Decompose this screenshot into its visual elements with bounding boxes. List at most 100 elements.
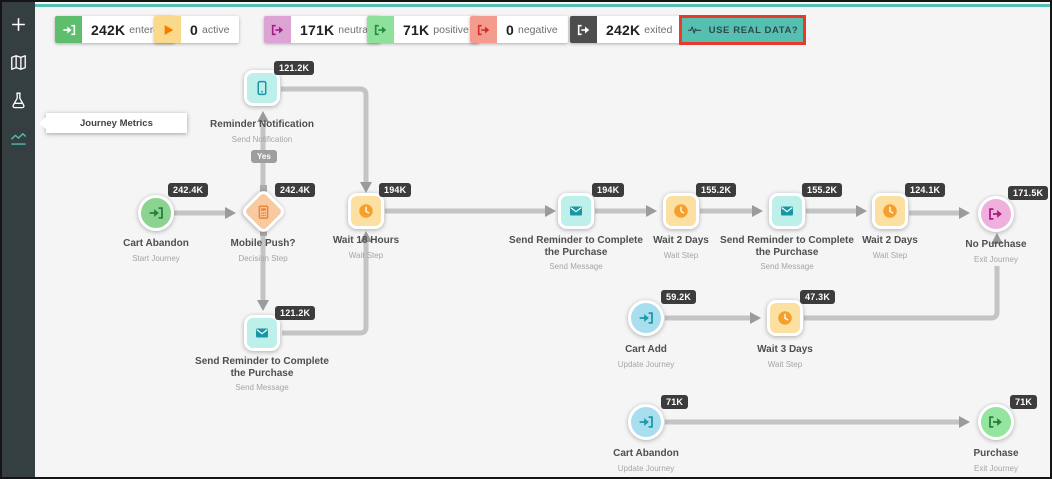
node-count-badge: 194K <box>592 183 625 197</box>
tooltip-arrow <box>39 117 46 129</box>
diamond-bottom-port <box>260 229 267 236</box>
node-label: Mobile Push? <box>230 238 296 249</box>
node-labels: Send Reminder to Complete the Purchase S… <box>717 235 857 271</box>
sidebar-item-journey-metrics[interactable] <box>7 126 31 150</box>
node-sublabel: Wait Step <box>348 250 384 260</box>
node-purchase-exit[interactable] <box>978 404 1014 440</box>
node-label: Wait 2 Days <box>862 235 918 246</box>
node-label: No Purchase <box>965 239 1027 250</box>
node-label: Reminder Notification <box>210 119 314 130</box>
pulse-icon <box>687 26 701 34</box>
journey-exit-icon <box>989 416 1002 428</box>
journey-exit-icon <box>264 16 291 43</box>
node-count-badge: 71K <box>1010 395 1038 409</box>
node-labels: Send Reminder to Complete the Purchase S… <box>506 235 646 271</box>
map-icon <box>11 54 26 70</box>
stat-label: exited <box>644 23 673 36</box>
node-label: Wait 3 Days <box>757 344 813 355</box>
node-labels: Cart Add Update Journey <box>576 344 716 369</box>
node-sublabel: Exit Journey <box>973 463 1019 473</box>
node-wait-3-days[interactable] <box>767 300 803 336</box>
stat-value: 0 <box>506 21 514 38</box>
node-send-reminder-1[interactable] <box>558 193 594 229</box>
node-cart-abandon-start[interactable] <box>138 195 174 231</box>
node-count-badge: 155.2K <box>696 183 737 197</box>
line-chart-icon <box>10 132 27 145</box>
node-sublabel: Decision Step <box>238 253 288 263</box>
node-sublabel: Send Message <box>549 262 603 271</box>
add-button[interactable] <box>7 12 31 36</box>
stat-value: 242K <box>91 21 126 38</box>
node-wait-2-days-2[interactable] <box>872 193 908 229</box>
node-labels: Send Reminder to Complete the Purchase S… <box>192 356 332 392</box>
stat-value: 171K <box>300 21 335 38</box>
plus-icon <box>12 17 25 31</box>
node-sublabel: Start Journey <box>132 253 180 263</box>
node-labels: Cart Abandon Start Journey <box>86 238 226 263</box>
stat-label: active <box>202 23 230 36</box>
node-label: Cart Add <box>625 344 667 355</box>
node-count-badge: 59.2K <box>661 290 697 304</box>
node-labels: Wait 2 Days Wait Step <box>820 235 960 260</box>
clock-icon <box>674 204 688 218</box>
stat-label: negative <box>518 23 558 36</box>
use-real-data-highlight: USE REAL DATA? <box>679 15 806 45</box>
stat-chip-neutral: 171K neutral <box>264 16 381 43</box>
node-label: Cart Abandon <box>123 238 189 249</box>
node-sublabel: Wait Step <box>767 359 803 369</box>
sidebar <box>2 2 35 477</box>
node-mobile-push-decision[interactable] <box>240 188 287 235</box>
node-cart-add[interactable] <box>628 300 664 336</box>
envelope-icon <box>570 206 582 216</box>
yes-path-badge: Yes <box>251 150 277 163</box>
node-labels: Cart Abandon Update Journey <box>576 448 716 473</box>
node-sublabel: Send Notification <box>231 134 293 144</box>
node-labels: Purchase Exit Journey <box>926 448 1050 473</box>
node-label: Purchase <box>973 448 1019 459</box>
node-sublabel: Send Message <box>760 262 814 271</box>
node-sublabel: Wait Step <box>872 250 908 260</box>
node-wait-2-days-1[interactable] <box>663 193 699 229</box>
node-label: Send Reminder to Complete the Purchase <box>195 356 329 379</box>
tooltip-label: Journey Metrics <box>80 117 153 129</box>
node-labels: Mobile Push? Decision Step <box>193 238 333 263</box>
flask-icon <box>12 92 25 108</box>
node-labels: Wait 3 Days Wait Step <box>715 344 855 369</box>
node-reminder-notification[interactable] <box>244 70 280 106</box>
journey-enter-icon <box>639 312 653 324</box>
sidebar-item-experiments[interactable] <box>7 88 31 112</box>
clock-icon <box>359 204 373 218</box>
node-send-reminder-bottom[interactable] <box>244 315 280 351</box>
node-wait-18-hours[interactable] <box>348 193 384 229</box>
play-icon <box>154 16 181 43</box>
node-count-badge: 242.4K <box>275 183 316 197</box>
node-label: Wait 18 Hours <box>332 235 400 246</box>
top-accent-line <box>35 4 1050 7</box>
envelope-icon <box>781 206 793 216</box>
sidebar-item-map[interactable] <box>7 50 31 74</box>
journey-exit-icon <box>367 16 394 43</box>
clock-icon <box>883 204 897 218</box>
use-real-data-button[interactable]: USE REAL DATA? <box>682 18 803 42</box>
journey-exit-icon <box>470 16 497 43</box>
node-count-badge: 71K <box>661 395 689 409</box>
diamond-top-port <box>260 185 267 192</box>
node-label: Send Reminder to Complete the Purchase <box>720 235 854 258</box>
node-sublabel: Update Journey <box>617 463 675 473</box>
node-count-badge: 47.3K <box>800 290 836 304</box>
node-labels: No Purchase Exit Journey <box>926 239 1050 264</box>
envelope-icon <box>256 328 268 338</box>
stat-chip-active: 0 active <box>154 16 240 43</box>
node-cart-abandon-update[interactable] <box>628 404 664 440</box>
node-count-badge: 121.2K <box>274 61 315 75</box>
journey-metrics-tooltip: Journey Metrics <box>39 113 187 133</box>
node-send-reminder-2[interactable] <box>769 193 805 229</box>
stat-value: 71K <box>403 21 430 38</box>
node-count-badge: 155.2K <box>802 183 843 197</box>
journey-enter-icon <box>639 416 653 428</box>
node-sublabel: Update Journey <box>617 359 675 369</box>
node-no-purchase-exit[interactable] <box>978 196 1014 232</box>
stat-value: 242K <box>606 21 641 38</box>
stat-chip-positive: 71K positive <box>367 16 479 43</box>
clock-icon <box>778 311 792 325</box>
